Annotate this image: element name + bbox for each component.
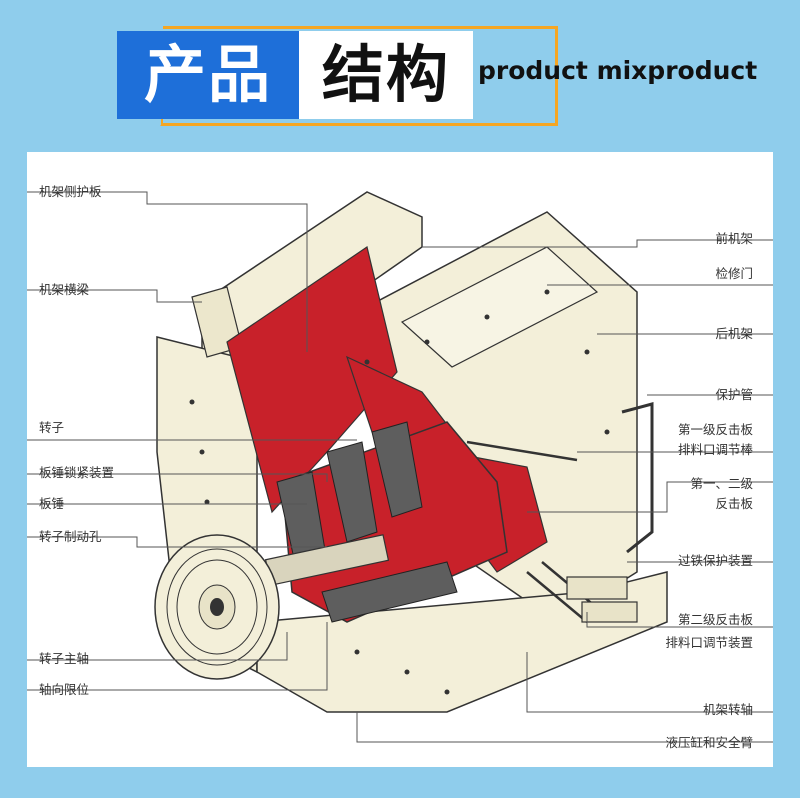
label-front-frame: 前机架 — [715, 231, 753, 246]
label-hydraulic-safety: 液压缸和安全臂 — [665, 735, 753, 750]
protective-pipe — [621, 402, 654, 554]
label-second-impact-plate: 第二级反击板 — [677, 612, 753, 627]
diagram-panel: 机架侧护板 机架横梁 转子 板锤锁紧装置 板锤 转子制动孔 转子主轴 轴向限位 … — [27, 152, 773, 767]
title-part2: 结构 — [299, 31, 473, 119]
inner-liner-left — [226, 246, 398, 514]
label-protective-pipe: 保护管 — [715, 387, 753, 402]
label-inspection-door: 检修门 — [715, 266, 753, 281]
label-first-second: 第一、二级 — [690, 476, 753, 491]
blow-bars — [276, 421, 458, 623]
crusher-illustration — [27, 191, 773, 743]
label-axial-limit: 轴向限位 — [39, 682, 90, 697]
label-impact-plate: 反击板 — [715, 496, 753, 511]
header-frame — [160, 26, 558, 126]
label-first-impact-plate: 第一级反击板 — [677, 422, 753, 437]
bolts — [189, 289, 610, 695]
label-frame-pivot: 机架转轴 — [702, 702, 753, 717]
label-rear-frame: 后机架 — [715, 326, 753, 341]
label-frame-side-guard: 机架侧护板 — [39, 184, 102, 199]
label-discharge-rod: 排料口调节棒 — [677, 442, 753, 457]
label-rotor-brake-hole: 转子制动孔 — [39, 529, 102, 544]
label-blow-bar: 板锤 — [39, 496, 65, 511]
safety-devices — [566, 576, 638, 623]
label-rotor-main-shaft: 转子主轴 — [39, 651, 90, 666]
label-blow-bar-lock: 板锤锁紧装置 — [39, 465, 115, 480]
title-part1: 产品 — [117, 31, 299, 119]
label-discharge-device: 排料口调节装置 — [665, 635, 753, 650]
inspection-door — [400, 246, 599, 368]
label-rotor: 转子 — [39, 420, 65, 435]
leader-lines — [27, 191, 773, 743]
label-frame-crossbeam: 机架横梁 — [39, 282, 90, 297]
label-tramp-protection: 过铁保护装置 — [677, 553, 753, 568]
pulley — [154, 534, 280, 680]
subtitle: product mixproduct — [478, 56, 758, 85]
